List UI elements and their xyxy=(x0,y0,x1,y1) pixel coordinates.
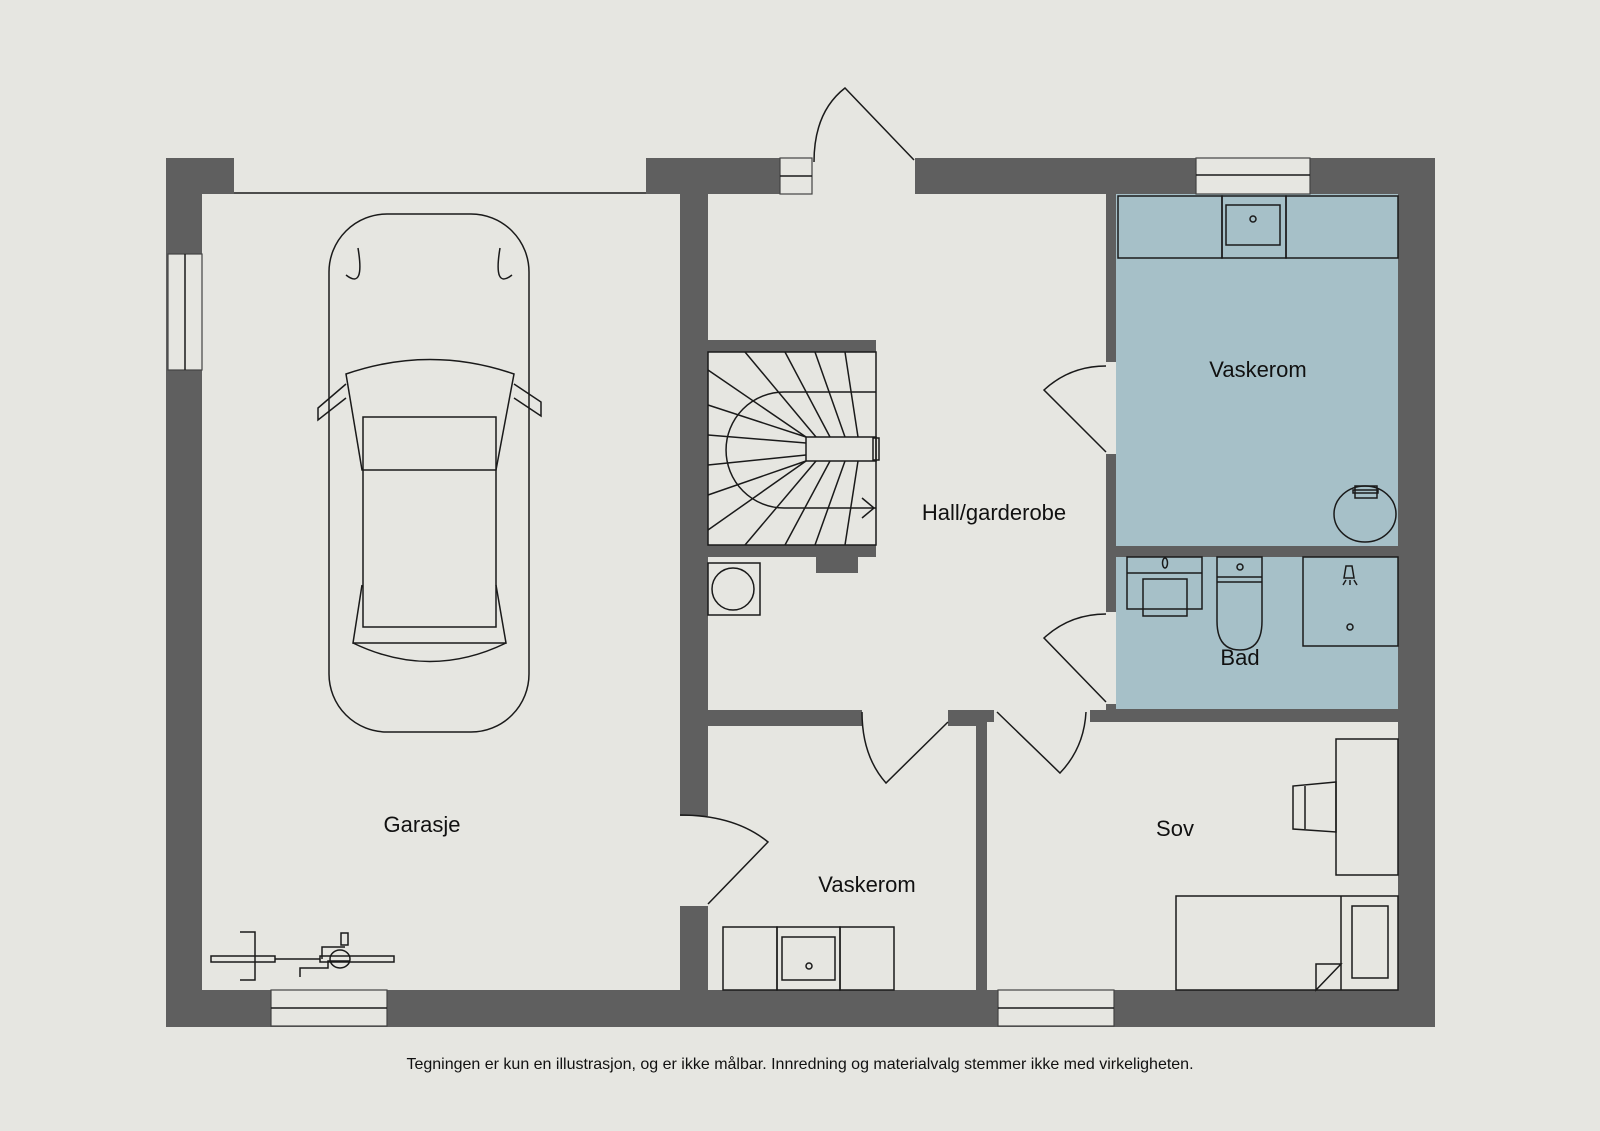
room-labels: Garasje Hall/garderobe Vaskerom Bad Vask… xyxy=(383,357,1306,897)
car-icon xyxy=(317,213,542,733)
door-swing-icon xyxy=(861,711,949,785)
laundry-counter-2 xyxy=(722,926,895,991)
bathroom-fixtures xyxy=(1126,556,1399,651)
door-swing-icon xyxy=(996,711,1087,775)
room-label-hall: Hall/garderobe xyxy=(922,500,1066,525)
room-label-sov: Sov xyxy=(1156,816,1194,841)
walls xyxy=(166,158,1435,1027)
windows xyxy=(167,157,1311,1027)
laundry-counter xyxy=(1117,195,1399,543)
bed-icon xyxy=(1175,895,1399,991)
room-label-vaskerom-upper: Vaskerom xyxy=(1209,357,1306,382)
door-swing-icon xyxy=(679,814,770,905)
sink-icon xyxy=(1225,204,1281,246)
room-label-garasje: Garasje xyxy=(383,812,460,837)
ventilation-icon xyxy=(707,562,761,616)
toilet-icon xyxy=(1216,556,1263,651)
room-label-bad: Bad xyxy=(1220,645,1259,670)
window-icon xyxy=(1195,157,1311,195)
bicycle-icon xyxy=(210,931,395,981)
door-swing-icon xyxy=(1042,613,1107,703)
bedroom-furniture xyxy=(1175,738,1399,992)
doors xyxy=(679,86,1107,905)
shower-icon xyxy=(1302,556,1399,647)
sink-icon xyxy=(781,936,836,981)
staircase-icon xyxy=(707,351,880,546)
sink-icon xyxy=(1126,556,1203,610)
door-swing-icon xyxy=(1042,365,1107,453)
room-label-vaskerom-lower: Vaskerom xyxy=(818,872,915,897)
door-swing-icon xyxy=(813,86,915,163)
disclaimer-text: Tegningen er kun en illustrasjon, og er … xyxy=(406,1056,1194,1073)
chair-icon xyxy=(1292,781,1337,833)
